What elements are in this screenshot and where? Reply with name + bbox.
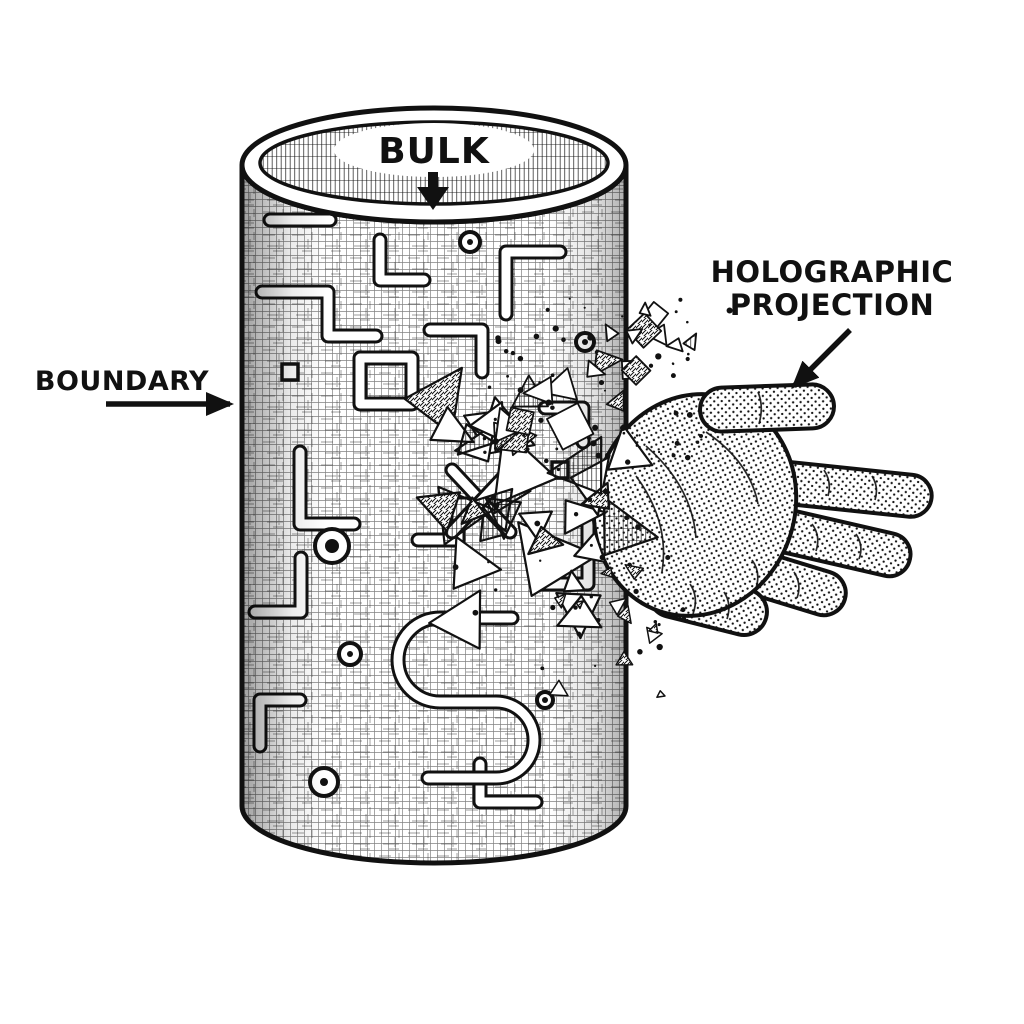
projection-arrow-icon [791, 328, 852, 389]
projection-label-line2: PROJECTION [730, 288, 935, 322]
bulk-arrow-shaft [428, 172, 438, 189]
projection-label-line1: HOLOGRAPHIC [711, 255, 954, 289]
boundary-label: BOUNDARY [35, 366, 209, 397]
hand-creases [635, 391, 878, 620]
bulk-label-backdrop [334, 123, 534, 177]
thumb [698, 382, 836, 434]
projection-annotation: HOLOGRAPHIC PROJECTION [711, 255, 954, 389]
cylinder-top-rim [239, 105, 629, 225]
bulk-annotation: BULK [378, 131, 490, 210]
hand-illustration [591, 382, 934, 637]
bulk-label: BULK [378, 131, 490, 172]
boundary-annotation: BOUNDARY [35, 366, 234, 416]
bulk-arrow-icon [417, 187, 449, 210]
bulk-cylinder [239, 105, 629, 866]
shatter-fragments [403, 297, 733, 699]
